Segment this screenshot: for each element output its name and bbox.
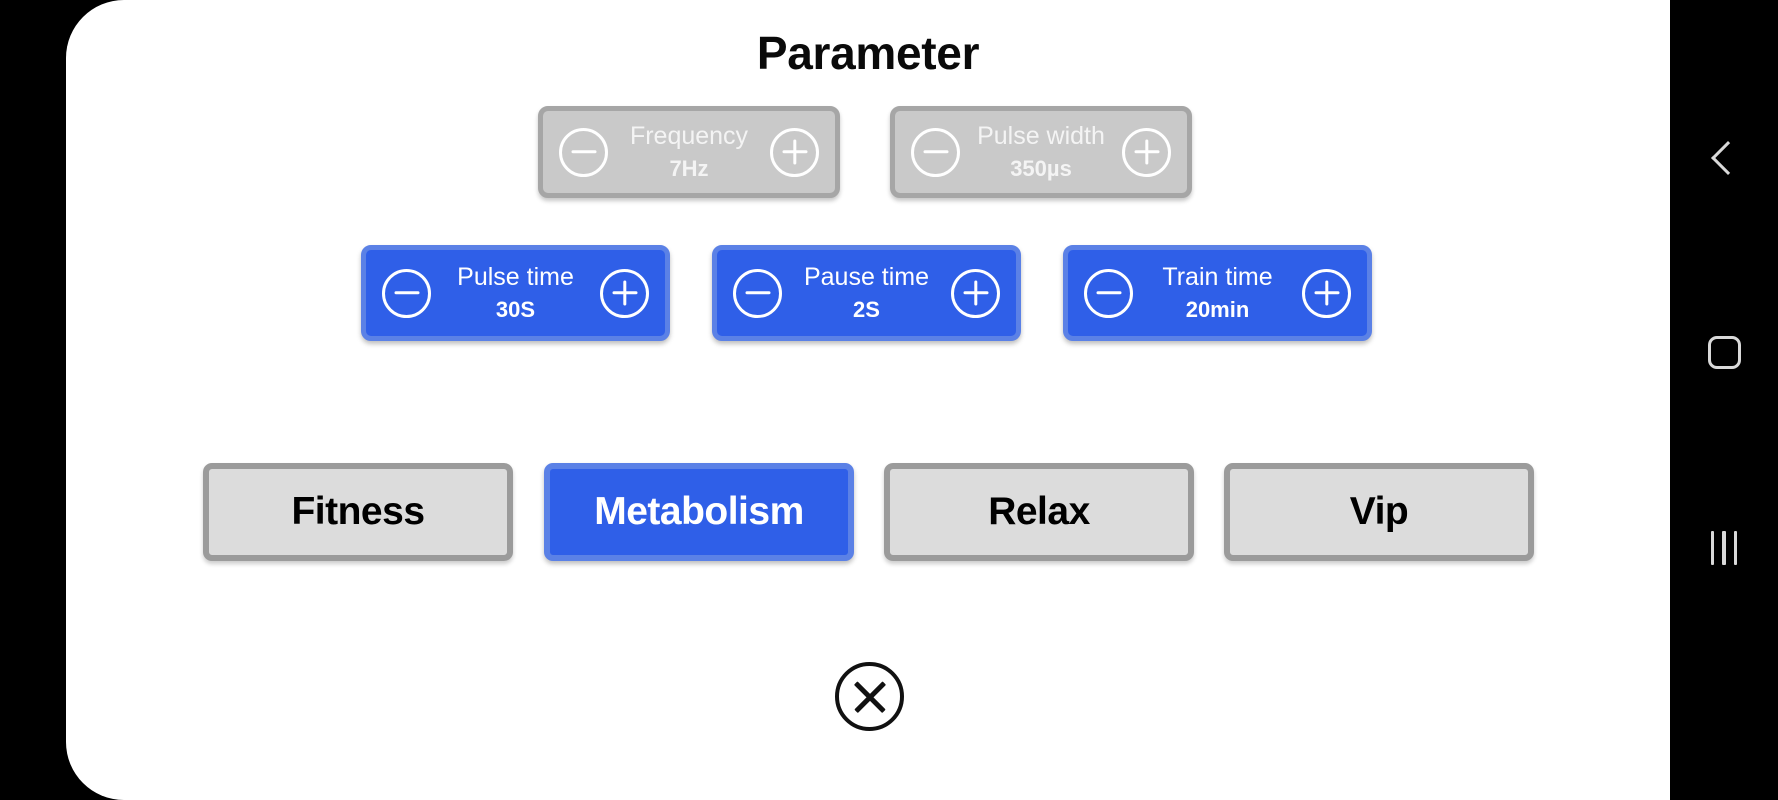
parameter-value-pulse-time: 30S bbox=[495, 296, 536, 322]
mode-button-vip[interactable]: Vip bbox=[1224, 463, 1534, 561]
parameter-stepper-train-time[interactable]: Train time 20min bbox=[1063, 245, 1372, 341]
minus-circle-icon[interactable] bbox=[559, 127, 608, 177]
minus-circle-icon[interactable] bbox=[1084, 268, 1133, 318]
parameter-value-pulse-width: 350µs bbox=[1010, 155, 1072, 181]
parameter-stepper-frequency[interactable]: Frequency 7Hz bbox=[538, 106, 840, 198]
mode-label-fitness: Fitness bbox=[291, 490, 425, 533]
parameter-text-pulse-time: Pulse time 30S bbox=[431, 263, 600, 322]
nav-home-button[interactable] bbox=[1670, 322, 1778, 382]
parameter-text-pause-time: Pause time 2S bbox=[782, 263, 951, 322]
plus-circle-icon[interactable] bbox=[1122, 127, 1171, 177]
parameter-value-train-time: 20min bbox=[1185, 296, 1250, 322]
parameter-label-pulse-time: Pulse time bbox=[457, 263, 574, 292]
parameter-stepper-pulse-width[interactable]: Pulse width 350µs bbox=[890, 106, 1192, 198]
plus-circle-icon[interactable] bbox=[951, 268, 1000, 318]
mode-button-metabolism[interactable]: Metabolism bbox=[544, 463, 854, 561]
minus-circle-icon[interactable] bbox=[382, 268, 431, 318]
home-square-icon bbox=[1707, 335, 1741, 369]
nav-recents-button[interactable] bbox=[1670, 518, 1778, 578]
parameter-label-train-time: Train time bbox=[1162, 263, 1273, 292]
parameter-text-train-time: Train time 20min bbox=[1133, 263, 1302, 322]
parameter-label-frequency: Frequency bbox=[629, 122, 749, 151]
nav-back-button[interactable] bbox=[1670, 128, 1778, 188]
mode-label-metabolism: Metabolism bbox=[594, 490, 804, 533]
mode-label-relax: Relax bbox=[988, 490, 1090, 533]
parameter-stepper-pulse-time[interactable]: Pulse time 30S bbox=[361, 245, 670, 341]
chevron-left-icon bbox=[1711, 141, 1745, 175]
plus-circle-icon[interactable] bbox=[770, 127, 819, 177]
minus-circle-icon[interactable] bbox=[733, 268, 782, 318]
parameter-label-pulse-width: Pulse width bbox=[977, 122, 1105, 151]
minus-circle-icon[interactable] bbox=[911, 127, 960, 177]
page-title: Parameter bbox=[756, 27, 980, 79]
recents-bars-icon bbox=[1710, 531, 1738, 565]
plus-circle-icon[interactable] bbox=[600, 268, 649, 318]
parameter-value-frequency: 7Hz bbox=[669, 155, 709, 181]
parameter-text-frequency: Frequency 7Hz bbox=[608, 122, 770, 181]
parameter-dialog: Parameter Frequency 7Hz Pulse width 350µ… bbox=[66, 0, 1670, 800]
close-icon[interactable] bbox=[835, 662, 904, 731]
mode-label-vip: Vip bbox=[1349, 490, 1409, 533]
mode-button-fitness[interactable]: Fitness bbox=[203, 463, 513, 561]
mode-button-relax[interactable]: Relax bbox=[884, 463, 1194, 561]
parameter-value-pause-time: 2S bbox=[853, 296, 880, 322]
plus-circle-icon[interactable] bbox=[1302, 268, 1351, 318]
android-navigation-bar bbox=[1670, 0, 1778, 800]
parameter-text-pulse-width: Pulse width 350µs bbox=[960, 122, 1122, 181]
parameter-stepper-pause-time[interactable]: Pause time 2S bbox=[712, 245, 1021, 341]
parameter-label-pause-time: Pause time bbox=[803, 263, 930, 292]
